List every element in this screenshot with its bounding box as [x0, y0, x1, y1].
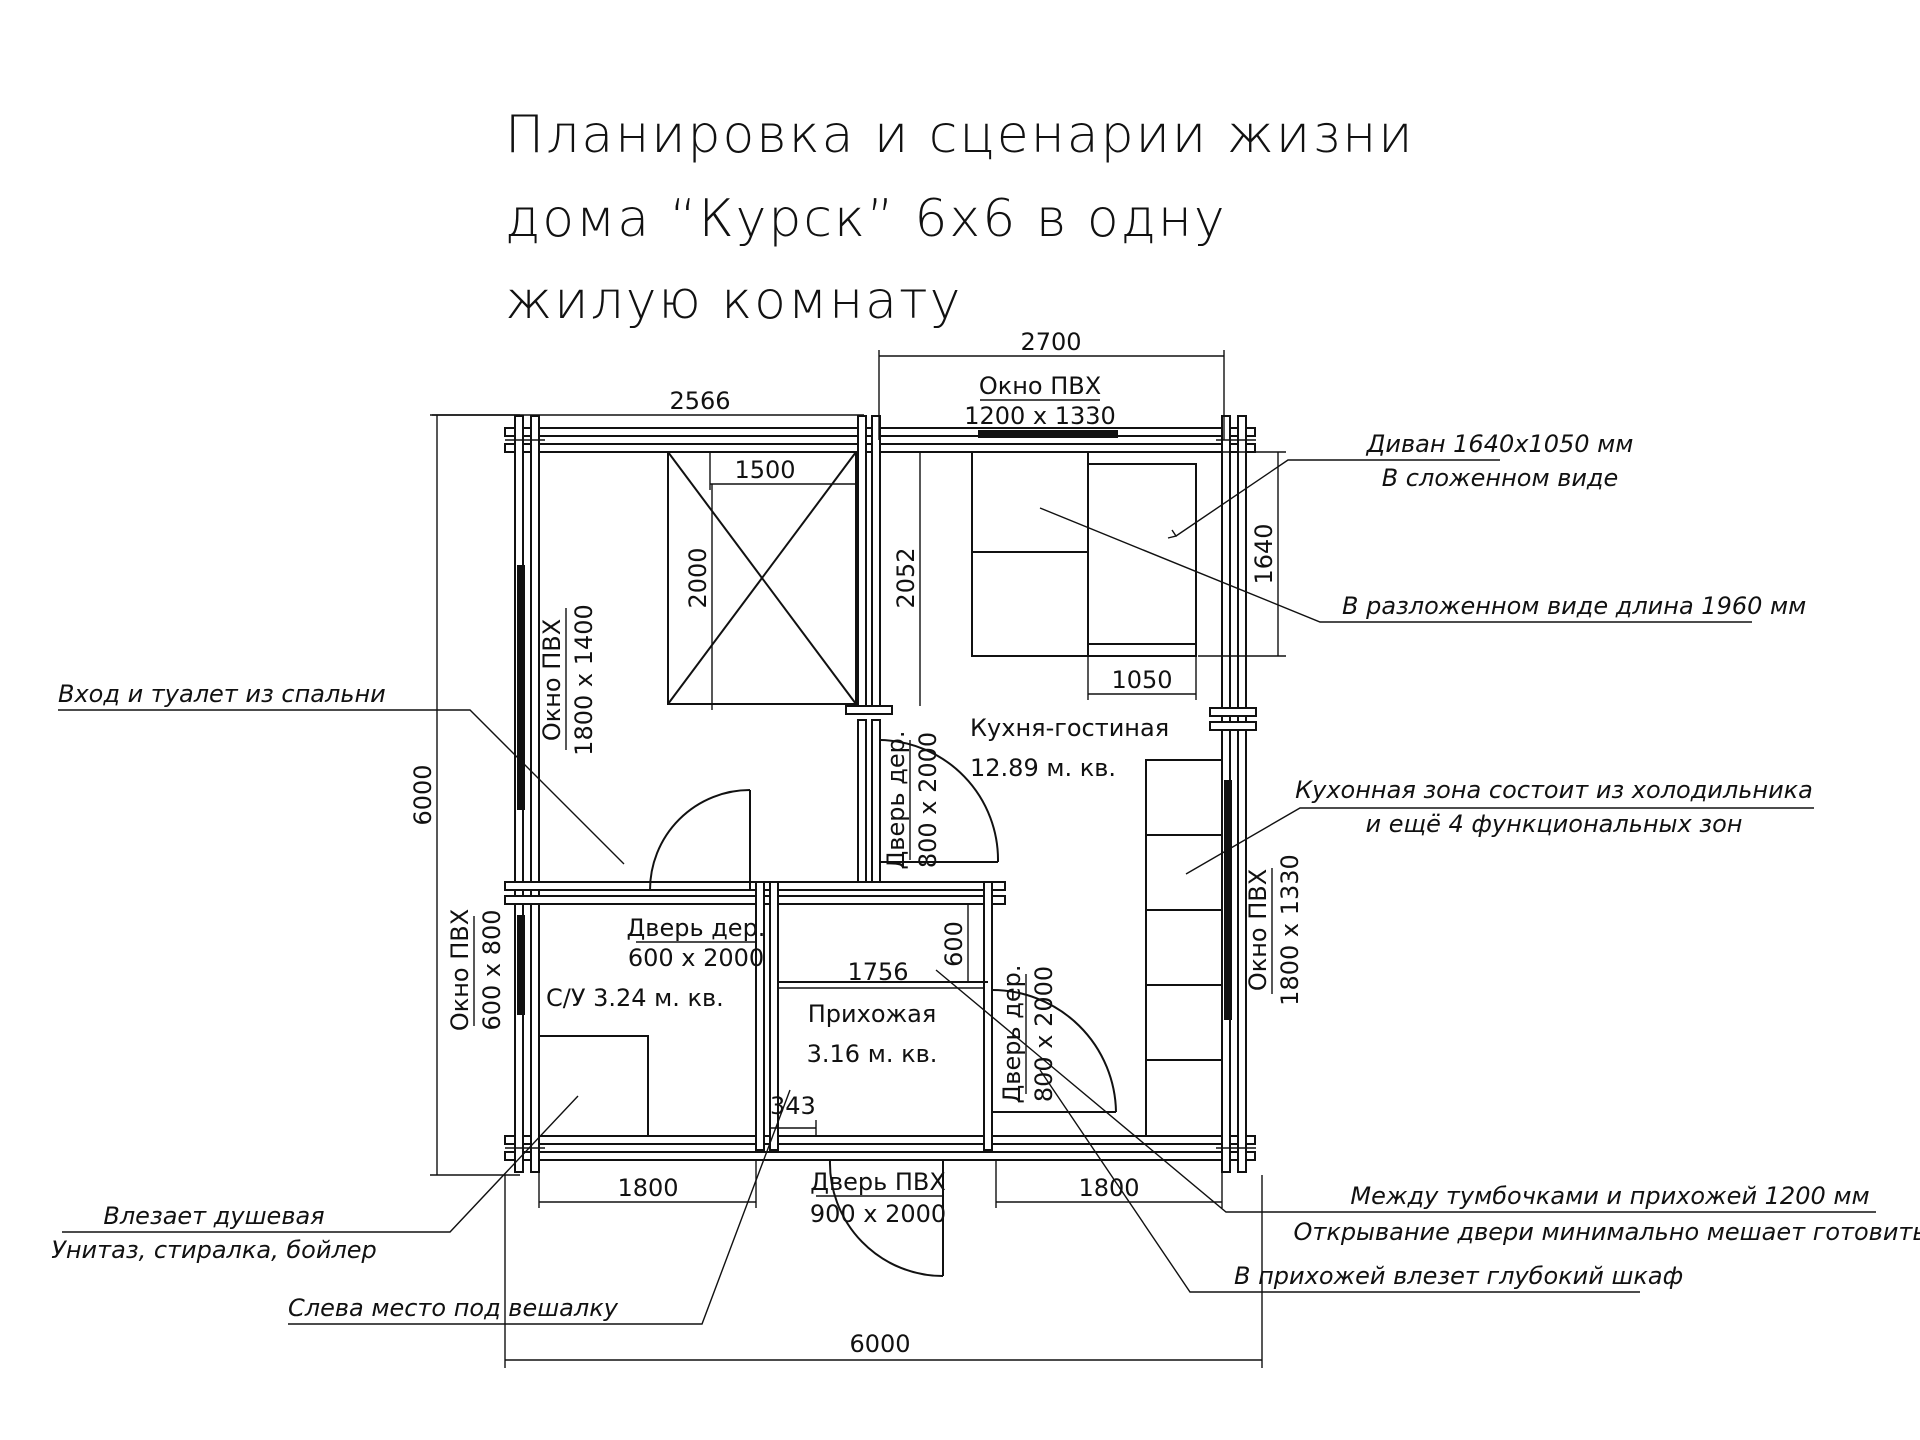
dim-overall-height: 6000	[409, 764, 437, 825]
room-living-area: 12.89 м. кв.	[970, 754, 1116, 782]
svg-text:Дверь дер.: Дверь дер.	[882, 731, 910, 870]
note-sofa-1: Диван 1640х1050 мм	[1366, 430, 1634, 458]
window-left	[517, 565, 525, 810]
svg-text:900 х 2000: 900 х 2000	[810, 1200, 946, 1228]
note-shower-1: Влезает душевая	[103, 1202, 324, 1230]
window-top	[978, 430, 1118, 438]
sofa	[971, 451, 1197, 657]
note-between-1: Между тумбочками и прихожей 1200 мм	[1350, 1182, 1869, 1210]
svg-text:600 х 800: 600 х 800	[478, 909, 506, 1030]
dim-partition: 2052	[892, 547, 920, 608]
door-entry-label: Дверь ПВХ 900 х 2000	[810, 1168, 946, 1228]
title-line-3: жилую комнату	[505, 271, 962, 331]
svg-text:Дверь ПВХ: Дверь ПВХ	[810, 1168, 946, 1196]
svg-text:800 х 2000: 800 х 2000	[1030, 966, 1058, 1102]
svg-text:600 х 2000: 600 х 2000	[628, 944, 764, 972]
room-hall-area: 3.16 м. кв.	[807, 1040, 938, 1068]
note-shower-2: Унитаз, стиралка, бойлер	[51, 1236, 377, 1264]
dim-top-right: 2700	[1020, 328, 1081, 356]
svg-text:Окно ПВХ: Окно ПВХ	[446, 909, 474, 1031]
dim-hall-width: 1756	[847, 958, 908, 986]
dim-bed-length: 2000	[684, 547, 712, 608]
svg-text:1800 х 1400: 1800 х 1400	[570, 604, 598, 756]
room-hall-name: Прихожая	[808, 1000, 937, 1028]
dim-bed-width: 1500	[734, 456, 795, 484]
door-swings	[649, 739, 1117, 1277]
window-left-label: Окно ПВХ 1800 х 1400	[538, 604, 598, 756]
dim-bottom-right: 1800	[1078, 1174, 1139, 1202]
svg-text:Окно ПВХ: Окно ПВХ	[538, 619, 566, 741]
dim-sofa-length: 1640	[1250, 523, 1278, 584]
room-living-name: Кухня-гостиная	[970, 714, 1169, 742]
door-bath-label: Дверь дер. 600 х 2000	[627, 914, 766, 972]
room-bath: С/У 3.24 м. кв.	[546, 984, 724, 1012]
note-sofa-unfolded: В разложенном виде длина 1960 мм	[1342, 592, 1806, 620]
door-living-label: Дверь дер. 800 х 2000	[882, 731, 942, 870]
window-top-label: Окно ПВХ 1200 х 1330	[964, 372, 1116, 430]
dim-small-offset: 343	[770, 1092, 816, 1120]
note-hanger: Слева место под вешалку	[288, 1294, 619, 1322]
internal-partitions	[504, 415, 1257, 1151]
title-line-2: дома “Курск” 6х6 в одну	[505, 189, 1227, 249]
svg-text:1200 х 1330: 1200 х 1330	[964, 402, 1116, 430]
svg-text:1800 х 1330: 1800 х 1330	[1276, 854, 1304, 1006]
windows	[517, 430, 1232, 1020]
dimension-lines	[430, 350, 1286, 1368]
svg-text:800 х 2000: 800 х 2000	[914, 732, 942, 868]
dim-sofa-depth: 1050	[1111, 666, 1172, 694]
window-right-label: Окно ПВХ 1800 х 1330	[1244, 854, 1304, 1006]
window-right	[1224, 780, 1232, 1020]
note-wardrobe: В прихожей влезет глубокий шкаф	[1234, 1262, 1683, 1290]
svg-text:Дверь дер.: Дверь дер.	[627, 914, 766, 942]
leader-lines	[58, 459, 1876, 1325]
dim-hall-depth: 600	[940, 921, 968, 967]
kitchen-counter	[1145, 759, 1223, 1137]
shower	[539, 1035, 649, 1136]
svg-text:Окно ПВХ: Окно ПВХ	[1244, 869, 1272, 991]
window-bath-label: Окно ПВХ 600 х 800	[446, 909, 506, 1031]
note-entry-toilet: Вход и туалет из спальни	[58, 680, 386, 708]
note-sofa-2: В сложенном виде	[1382, 464, 1619, 492]
window-bath	[517, 915, 525, 1015]
note-kitchen-2: и ещё 4 функциональных зон	[1366, 810, 1743, 838]
bed	[667, 451, 857, 705]
note-kitchen-1: Кухонная зона состоит из холодильника	[1295, 776, 1813, 804]
dim-bottom-left: 1800	[617, 1174, 678, 1202]
svg-text:Окно ПВХ: Окно ПВХ	[979, 372, 1101, 400]
note-between-2: Открывание двери минимально мешает готов…	[1293, 1218, 1920, 1246]
dim-top-left: 2566	[669, 387, 730, 415]
dim-overall-width: 6000	[849, 1330, 910, 1358]
title-line-1: Планировка и сценарии жизни	[505, 105, 1415, 165]
